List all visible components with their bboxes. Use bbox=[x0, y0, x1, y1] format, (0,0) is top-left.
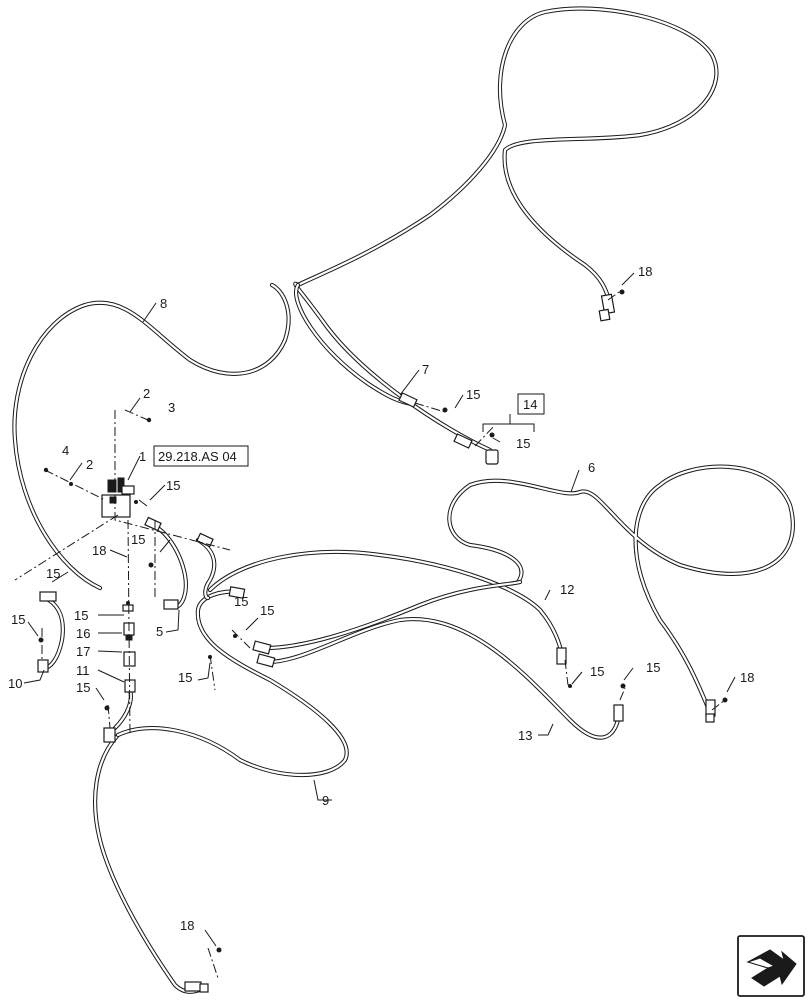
callout-15: 15 bbox=[466, 387, 480, 402]
callout-7: 7 bbox=[422, 362, 429, 377]
callout-2: 2 bbox=[143, 386, 150, 401]
kit-box: 14 bbox=[517, 393, 545, 415]
callout-15: 15 bbox=[260, 603, 274, 618]
callout-15: 15 bbox=[516, 436, 530, 451]
center-lines bbox=[14, 289, 726, 979]
callout-15: 15 bbox=[178, 670, 192, 685]
hose-6 bbox=[447, 464, 795, 715]
callout-15: 15 bbox=[76, 680, 90, 695]
kit-box-number: 14 bbox=[523, 397, 537, 412]
callout-15: 15 bbox=[646, 660, 660, 675]
callout-18: 18 bbox=[740, 670, 754, 685]
reference-link-text[interactable]: 29.218.AS 04 bbox=[158, 449, 237, 464]
callout-18: 18 bbox=[180, 918, 194, 933]
callout-15: 15 bbox=[11, 612, 25, 627]
callout-4: 4 bbox=[62, 443, 69, 458]
hose-10 bbox=[41, 595, 65, 671]
leader-lines bbox=[23, 272, 736, 947]
callout-10: 10 bbox=[8, 676, 22, 691]
reference-link-box[interactable]: 29.218.AS 04 bbox=[153, 445, 249, 467]
callout-15: 15 bbox=[46, 566, 60, 581]
callout-17: 17 bbox=[76, 644, 90, 659]
valve-block bbox=[101, 477, 135, 518]
callout-6: 6 bbox=[588, 460, 595, 475]
callout-18: 18 bbox=[638, 264, 652, 279]
callout-13: 13 bbox=[518, 728, 532, 743]
fittings bbox=[37, 293, 716, 993]
seal-dots bbox=[38, 289, 728, 953]
callout-15: 15 bbox=[131, 532, 145, 547]
next-page-arrow-icon[interactable] bbox=[737, 935, 805, 997]
hose-13 bbox=[255, 579, 621, 740]
callout-labels: 1 2 2 3 4 5 6 7 8 9 10 11 12 13 15 15 15… bbox=[8, 264, 754, 933]
callout-2: 2 bbox=[86, 457, 93, 472]
hose-8 bbox=[12, 282, 291, 591]
callout-8: 8 bbox=[160, 296, 167, 311]
callout-15: 15 bbox=[590, 664, 604, 679]
callout-15: 15 bbox=[234, 594, 248, 609]
hose-7 bbox=[293, 6, 719, 453]
callout-18: 18 bbox=[92, 543, 106, 558]
hose-12 bbox=[207, 549, 565, 658]
callout-16: 16 bbox=[76, 626, 90, 641]
hose-11 bbox=[112, 687, 133, 731]
callout-3: 3 bbox=[168, 400, 175, 415]
callout-12: 12 bbox=[560, 582, 574, 597]
callout-15: 15 bbox=[74, 608, 88, 623]
callout-9: 9 bbox=[322, 793, 329, 808]
callout-1: 1 bbox=[139, 449, 146, 464]
callout-5: 5 bbox=[156, 624, 163, 639]
callout-11: 11 bbox=[76, 663, 90, 678]
callout-15: 15 bbox=[166, 478, 180, 493]
